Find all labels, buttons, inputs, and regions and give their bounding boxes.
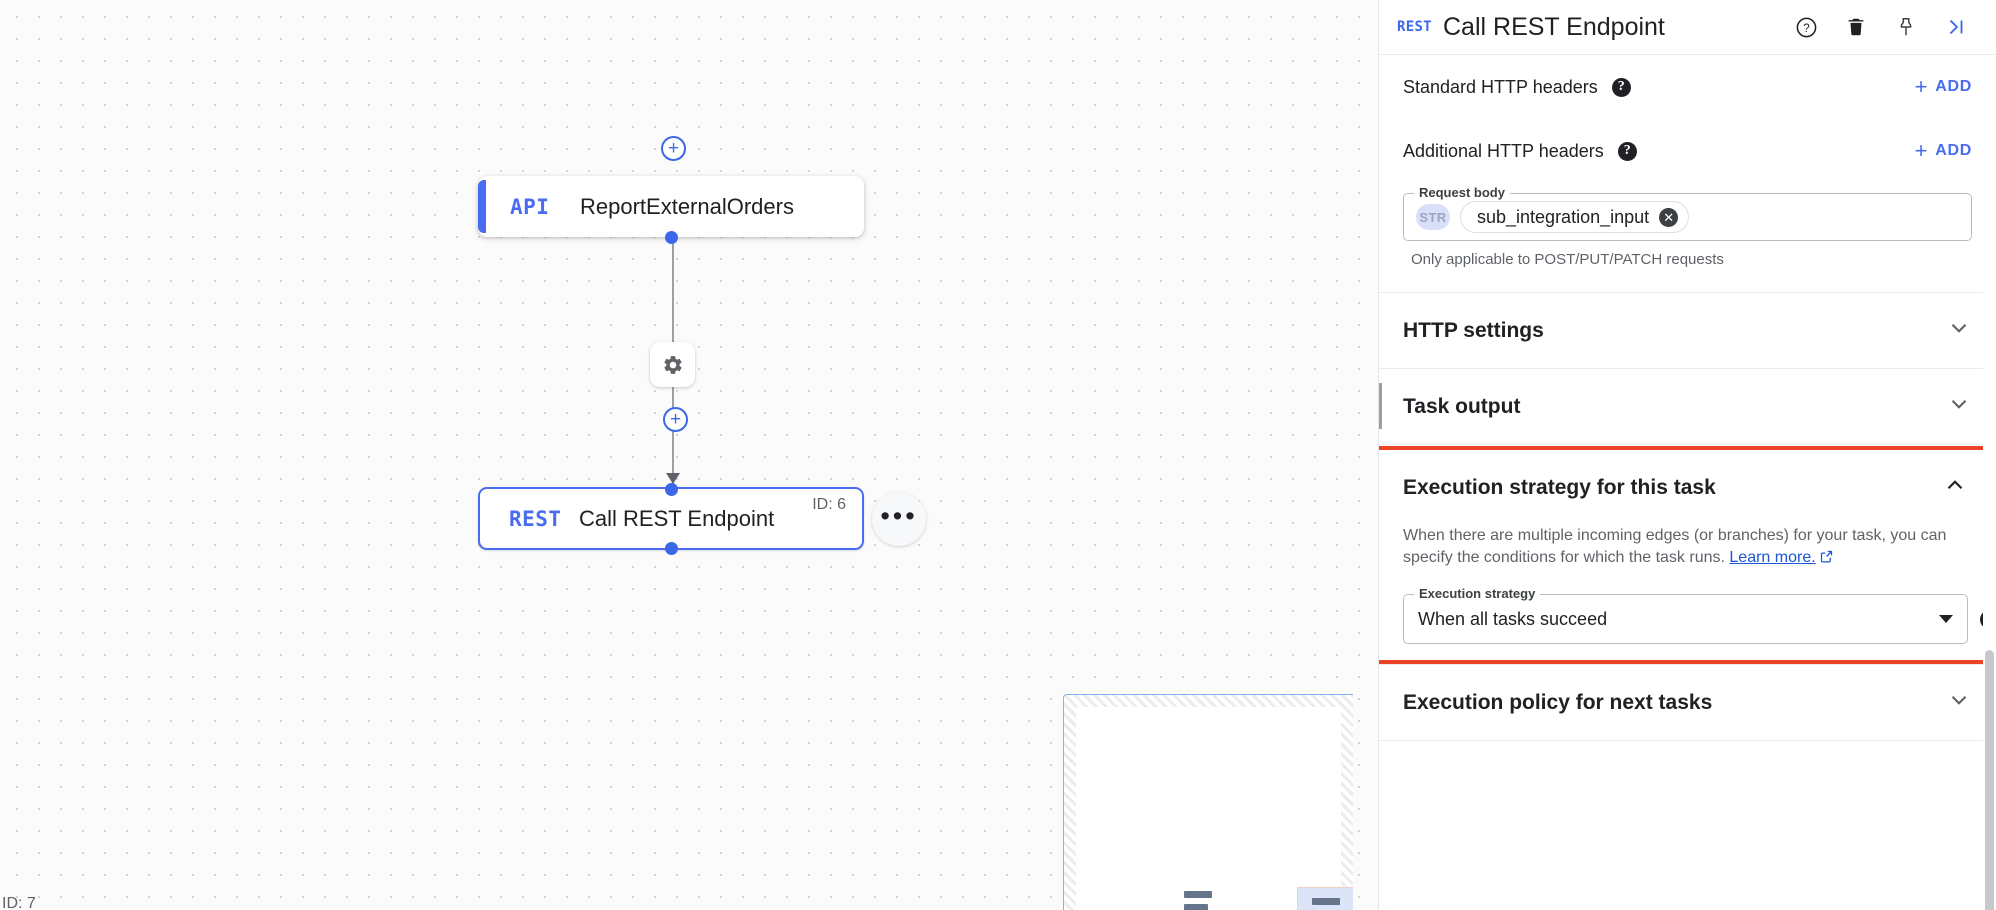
section-execution-strategy-highlight: Execution strategy for this task When th… <box>1379 446 1996 665</box>
edge-settings-button[interactable] <box>650 342 695 387</box>
plus-icon: + <box>1914 138 1929 163</box>
variable-type-badge: STR <box>1416 204 1450 230</box>
execution-strategy-description: When there are multiple incoming edges (… <box>1379 525 1992 584</box>
execution-strategy-legend: Execution strategy <box>1414 586 1541 602</box>
divider <box>1379 740 1996 742</box>
chevron-down-icon <box>1946 391 1972 422</box>
help-icon[interactable]: ? <box>1794 15 1818 39</box>
node-more-options-button[interactable]: ••• <box>872 492 926 546</box>
panel-type-badge: REST <box>1397 19 1432 35</box>
add-additional-header-button[interactable]: + ADD <box>1915 140 1972 162</box>
node-id-label: ID: 6 <box>812 496 846 513</box>
node-output-port[interactable] <box>664 230 678 244</box>
add-standard-header-label: ADD <box>1935 78 1972 95</box>
node-title: Call REST Endpoint <box>579 505 775 531</box>
collapse-panel-icon[interactable] <box>1944 15 1968 39</box>
plus-icon: + <box>1914 74 1929 99</box>
panel-scrollbar-thumb[interactable] <box>1985 650 1994 910</box>
learn-more-link[interactable]: Learn more. <box>1729 548 1816 566</box>
additional-http-headers-row: Additional HTTP headers ? + ADD <box>1379 119 1996 183</box>
chevron-down-icon <box>1946 687 1972 718</box>
execution-strategy-description-text: When there are multiple incoming edges (… <box>1403 527 1947 566</box>
add-node-button-rest[interactable]: + <box>663 407 688 432</box>
external-link-icon[interactable] <box>1819 549 1834 571</box>
add-node-button-api[interactable]: + <box>661 136 686 161</box>
section-execution-policy[interactable]: Execution policy for next tasks <box>1379 665 1996 740</box>
section-accent-bar <box>1379 383 1382 429</box>
section-execution-policy-title: Execution policy for next tasks <box>1403 690 1713 714</box>
task-config-panel: REST Call REST Endpoint ? Stand <box>1378 0 1996 910</box>
add-standard-header-button[interactable]: + ADD <box>1915 76 1972 98</box>
chevron-down-icon[interactable] <box>1939 615 1953 624</box>
section-execution-strategy[interactable]: Execution strategy for this task <box>1379 450 1992 525</box>
execution-strategy-value: When all tasks succeed <box>1418 608 1608 629</box>
close-icon[interactable]: ✕ <box>1659 207 1679 227</box>
add-additional-header-label: ADD <box>1935 142 1972 159</box>
panel-body[interactable]: Standard HTTP headers ? + ADD Additional… <box>1379 55 1996 910</box>
standard-http-headers-label: Standard HTTP headers <box>1403 76 1598 97</box>
section-http-settings-title: HTTP settings <box>1403 318 1544 342</box>
minimap-viewport <box>1297 887 1353 910</box>
section-execution-strategy-title: Execution strategy for this task <box>1403 475 1716 499</box>
canvas-node-rest[interactable]: REST Call REST Endpoint ID: 6 <box>478 482 864 555</box>
divider <box>1379 368 1996 369</box>
page-title: Call REST Endpoint <box>1443 12 1665 41</box>
chevron-up-icon <box>1942 472 1968 503</box>
node-output-port[interactable] <box>664 541 678 555</box>
chevron-down-icon <box>1946 315 1972 346</box>
panel-header: REST Call REST Endpoint ? <box>1379 0 1996 55</box>
node-type-badge: API <box>510 194 550 219</box>
divider <box>1379 444 1996 445</box>
execution-strategy-select[interactable]: Execution strategy When all tasks succee… <box>1403 586 1996 645</box>
help-icon[interactable]: ? <box>1611 77 1631 97</box>
node-input-port[interactable] <box>664 482 678 496</box>
panel-scrollbar-track[interactable] <box>1983 110 1996 910</box>
section-task-output[interactable]: Task output <box>1379 369 1996 444</box>
request-body-variable-label: sub_integration_input <box>1477 206 1650 227</box>
delete-icon[interactable] <box>1844 15 1868 39</box>
workflow-canvas[interactable]: API ReportExternalOrders + REST Call RES… <box>0 0 1378 910</box>
node-title: ReportExternalOrders <box>580 193 794 219</box>
pin-icon[interactable] <box>1894 15 1918 39</box>
svg-text:?: ? <box>1803 22 1809 34</box>
canvas-minimap-panel[interactable] <box>1063 694 1353 910</box>
request-body-field[interactable]: Request body STR sub_integration_input ✕ <box>1403 185 1972 241</box>
canvas-node-api[interactable]: API ReportExternalOrders <box>478 176 864 244</box>
additional-http-headers-label: Additional HTTP headers <box>1403 140 1604 161</box>
node-type-badge: REST <box>509 506 562 531</box>
request-body-variable-chip[interactable]: sub_integration_input ✕ <box>1460 201 1690 233</box>
gear-icon <box>663 355 682 374</box>
divider <box>1379 292 1996 293</box>
request-body-helper-text: Only applicable to POST/PUT/PATCH reques… <box>1411 251 1724 268</box>
edge-arrowhead <box>666 473 680 484</box>
help-icon[interactable]: ? <box>1617 141 1637 161</box>
clipped-node-id-label: ID: 7 <box>2 895 36 910</box>
minimap-thumbnail <box>1184 887 1353 910</box>
divider <box>1379 664 1996 666</box>
section-task-output-title: Task output <box>1403 394 1521 418</box>
section-http-settings[interactable]: HTTP settings <box>1379 293 1996 368</box>
standard-http-headers-row: Standard HTTP headers ? + ADD <box>1379 55 1996 119</box>
request-body-legend: Request body <box>1414 185 1510 200</box>
